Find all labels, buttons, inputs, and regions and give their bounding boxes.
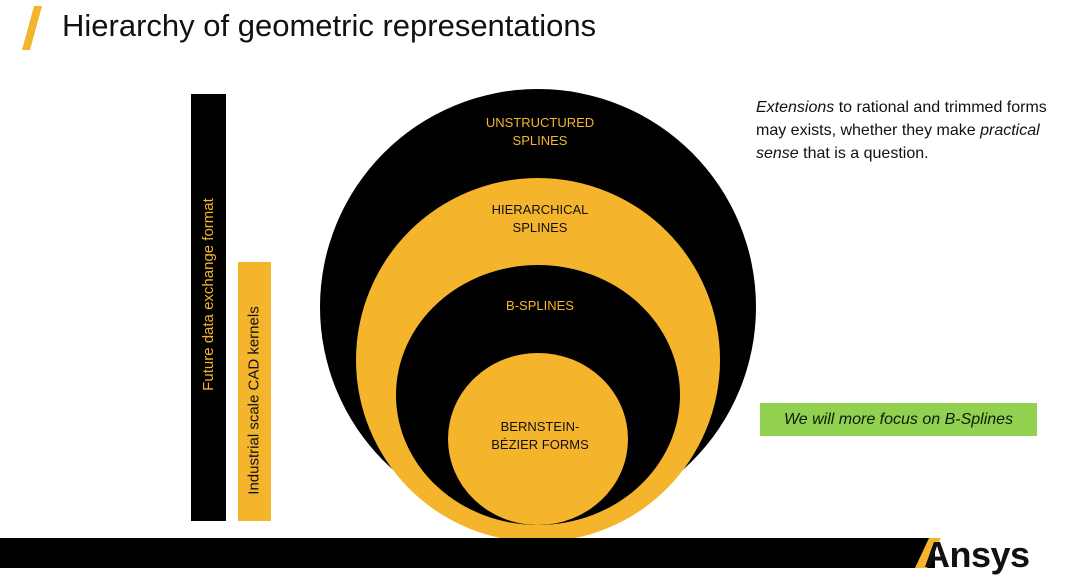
note-practical-sense: practical sense xyxy=(756,122,1040,162)
circle-bernstein xyxy=(448,353,628,525)
note-extensions: Extensions xyxy=(756,99,835,116)
future-data-exchange-bar: Future data exchange format xyxy=(191,94,226,521)
label-b-splines: B-SPLINES xyxy=(506,298,574,313)
ansys-slash-icon xyxy=(915,538,941,568)
label-bernstein-bezier: BERNSTEIN- BÉZIER FORMS xyxy=(491,419,589,452)
footer-bar xyxy=(0,538,935,568)
title-accent-icon xyxy=(22,6,42,50)
note-text-1: to rational and trimmed forms may exists… xyxy=(756,99,1047,139)
label-unstructured-splines: UNSTRUCTURED SPLINES xyxy=(485,115,595,148)
label-hierarchical-splines: HIERARCHICAL SPLINES xyxy=(491,202,589,235)
extensions-note: Extensions to rational and trimmed forms… xyxy=(756,96,1056,165)
page-title: Hierarchy of geometric representations xyxy=(62,8,597,43)
note-text-2: that is a question. xyxy=(798,145,929,162)
ansys-logo: Ansys xyxy=(924,534,1030,575)
industrial-cad-kernels-bar: Industrial scale CAD kernels xyxy=(238,262,271,521)
focus-callout: We will more focus on B-Splines xyxy=(760,403,1037,436)
